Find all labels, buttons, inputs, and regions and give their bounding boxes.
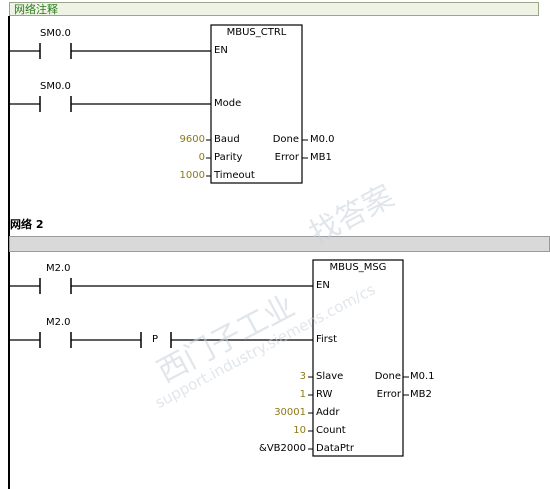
mbus-msg-dataptr-value[interactable]: &VB2000 xyxy=(259,443,306,454)
mbus-msg-slave-pin: Slave xyxy=(316,371,344,382)
network-comment-text: 网络注释 xyxy=(14,3,58,16)
mbus-msg-block[interactable] xyxy=(312,259,404,457)
network-comment-bar[interactable]: 网络注释 xyxy=(9,2,539,16)
mbus-msg-addr-value[interactable]: 30001 xyxy=(274,407,306,418)
mbus-ctrl-error-pin: Error xyxy=(274,152,299,163)
n1-contact2-address: SM0.0 xyxy=(40,81,71,92)
mbus-ctrl-mode-pin: Mode xyxy=(214,98,242,109)
mbus-ctrl-done-value[interactable]: M0.0 xyxy=(310,134,335,145)
n2-contact1-symbol[interactable] xyxy=(39,278,72,294)
n1-contact1-symbol[interactable] xyxy=(39,43,72,59)
n2-pulse-label: P xyxy=(152,334,159,345)
mbus-msg-count-pin: Count xyxy=(316,425,346,436)
mbus-ctrl-baud-value[interactable]: 9600 xyxy=(179,134,205,145)
n1-contact1-address: SM0.0 xyxy=(40,28,71,39)
n1-contact2-symbol[interactable] xyxy=(39,96,72,112)
mbus-ctrl-timeout-value[interactable]: 1000 xyxy=(179,170,205,181)
mbus-msg-rw-value[interactable]: 1 xyxy=(299,389,306,400)
mbus-ctrl-parity-pin: Parity xyxy=(214,152,243,163)
mbus-msg-dataptr-pin: DataPtr xyxy=(316,443,354,454)
mbus-ctrl-error-value[interactable]: MB1 xyxy=(310,152,332,163)
mbus-msg-done-pin: Done xyxy=(374,371,401,382)
mbus-msg-count-value[interactable]: 10 xyxy=(293,425,306,436)
mbus-ctrl-block[interactable] xyxy=(210,24,303,184)
network2-comment-bar[interactable] xyxy=(9,236,550,252)
mbus-msg-error-pin: Error xyxy=(376,389,401,400)
mbus-msg-done-value[interactable]: M0.1 xyxy=(410,371,435,382)
n2-contact1-address: M2.0 xyxy=(46,263,71,274)
mbus-ctrl-parity-value[interactable]: 0 xyxy=(198,152,205,163)
mbus-msg-error-value[interactable]: MB2 xyxy=(410,389,432,400)
mbus-msg-rw-pin: RW xyxy=(316,389,333,400)
mbus-ctrl-en-pin: EN xyxy=(214,45,228,56)
mbus-msg-first-pin: First xyxy=(316,334,338,345)
n2-contact2-symbol[interactable] xyxy=(39,332,72,348)
network2-title: 网络 2 xyxy=(10,218,44,231)
mbus-msg-title: MBUS_MSG xyxy=(329,262,387,273)
mbus-ctrl-done-pin: Done xyxy=(272,134,299,145)
mbus-ctrl-baud-pin: Baud xyxy=(214,134,240,145)
mbus-ctrl-title: MBUS_CTRL xyxy=(226,27,287,38)
mbus-ctrl-timeout-pin: Timeout xyxy=(214,170,255,181)
n2-contact2-address: M2.0 xyxy=(46,317,71,328)
mbus-msg-addr-pin: Addr xyxy=(316,407,340,418)
mbus-msg-en-pin: EN xyxy=(316,280,330,291)
mbus-msg-slave-value[interactable]: 3 xyxy=(299,371,306,382)
